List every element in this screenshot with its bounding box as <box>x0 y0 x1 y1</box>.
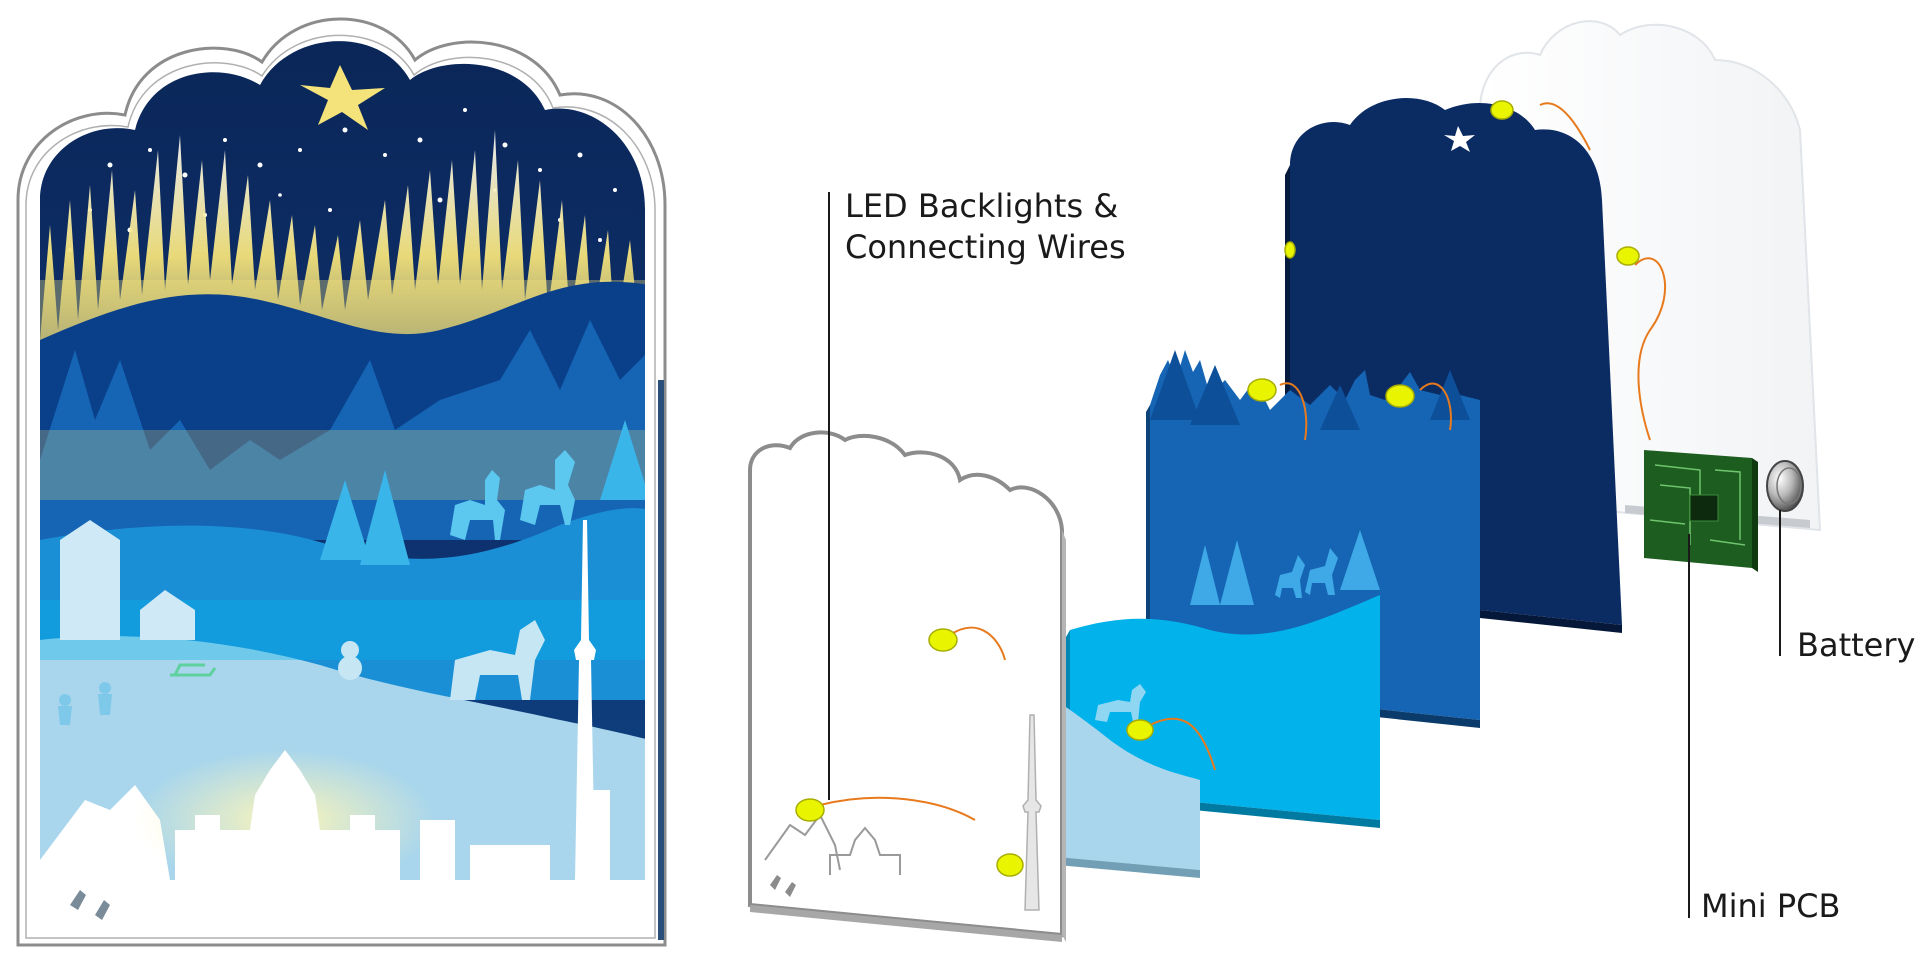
house-icon <box>60 520 195 640</box>
cn-tower-icon <box>1022 714 1042 911</box>
star-icon <box>1444 126 1475 152</box>
connecting-wires <box>819 102 1666 821</box>
moose-icon <box>450 620 545 700</box>
mini-pcb-label: Mini PCB <box>1701 887 1841 925</box>
battery-label: Battery <box>1797 626 1916 664</box>
pcb-chip-icon <box>1644 450 1758 572</box>
cn-tower-icon <box>574 520 596 880</box>
pine-tree-icon <box>1150 350 1470 430</box>
callout-lines <box>828 192 1781 918</box>
moose-icon <box>1095 684 1146 722</box>
skier-icon <box>70 890 110 920</box>
assembled-panel <box>16 17 667 947</box>
aurora-spikes <box>40 130 640 340</box>
sled-icon <box>170 663 217 677</box>
hockey-player-icon <box>58 682 112 725</box>
led-backlights-label: LED Backlights & Connecting Wires <box>845 186 1126 268</box>
battery-icon <box>1766 460 1804 512</box>
parliament-icon <box>175 750 400 880</box>
deer-icon <box>1190 530 1380 605</box>
exploded-view <box>748 20 1822 942</box>
parliament-icon <box>829 826 901 875</box>
deer-icon <box>450 450 575 540</box>
pine-tree-icon <box>320 420 645 565</box>
star-icon <box>300 65 385 130</box>
snowman-icon <box>338 641 362 680</box>
skier-icon <box>770 875 796 897</box>
led-icon <box>795 100 1640 877</box>
led-label-line2: Connecting Wires <box>845 228 1126 266</box>
mountain-icon <box>764 813 841 871</box>
led-label-line1: LED Backlights & <box>845 187 1119 225</box>
panel-artwork <box>40 41 645 930</box>
